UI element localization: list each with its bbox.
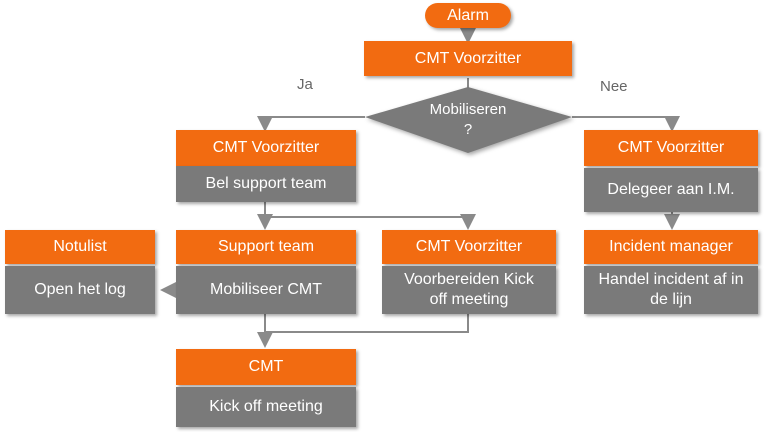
support-role: Support team <box>176 230 356 264</box>
top-role-box: CMT Voorzitter <box>364 41 572 76</box>
incident-role: Incident manager <box>584 230 758 264</box>
left-chair-action: Bel support team <box>176 166 356 202</box>
right-chair-role: CMT Voorzitter <box>584 130 758 166</box>
incident-action: Handel incident af in de lijn <box>584 266 758 314</box>
branch-yes-label: Ja <box>297 76 313 93</box>
mid-chair-action-line1: Voorbereiden Kick <box>404 271 534 288</box>
mid-chair-action: Voorbereiden Kick off meeting <box>382 266 556 314</box>
right-chair-action: Delegeer aan I.M. <box>584 168 758 212</box>
decision-line1: Mobiliseren <box>429 101 507 118</box>
start-pill: Alarm <box>425 3 511 28</box>
mid-chair-action-line2: off meeting <box>429 291 509 308</box>
incident-action-line1: Handel incident af in <box>598 271 744 288</box>
notulist-action: Open het log <box>5 266 155 314</box>
decision-line2: ? <box>463 121 473 138</box>
decision-diamond <box>365 87 572 153</box>
cmt-action: Kick off meeting <box>176 387 356 427</box>
cmt-role: CMT <box>176 349 356 385</box>
support-action: Mobiliseer CMT <box>176 266 356 314</box>
left-chair-role: CMT Voorzitter <box>176 130 356 166</box>
branch-no-label: Nee <box>600 78 628 95</box>
incident-action-line2: de lijn <box>650 291 692 308</box>
decision-text: Mobiliseren ? <box>410 100 526 140</box>
notulist-role: Notulist <box>5 230 155 264</box>
mid-chair-role: CMT Voorzitter <box>382 230 556 264</box>
